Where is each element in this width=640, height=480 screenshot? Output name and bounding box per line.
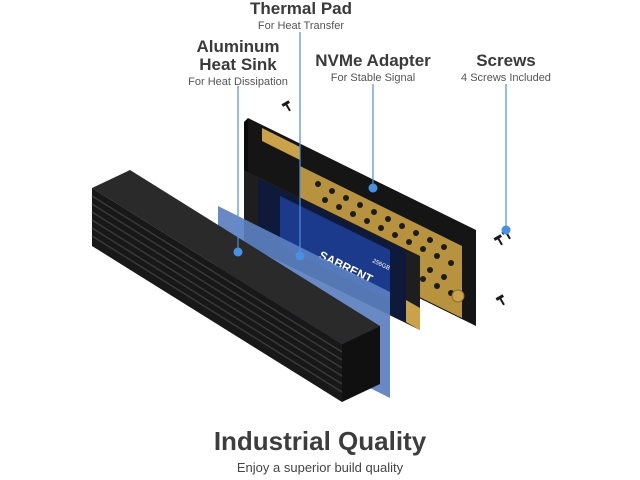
label-title: NVMe Adapter bbox=[315, 51, 431, 70]
label-nvme-adapter: NVMe Adapter For Stable Signal bbox=[308, 52, 438, 84]
callout-dots bbox=[233, 183, 511, 261]
label-subtitle: For Heat Dissipation bbox=[188, 75, 288, 88]
label-subtitle: For Stable Signal bbox=[330, 71, 416, 84]
label-thermal-pad: Thermal Pad For Heat Transfer bbox=[236, 0, 366, 32]
label-heat-sink: Aluminum Heat Sink For Heat Dissipation bbox=[178, 38, 298, 88]
label-title-line1: Aluminum bbox=[196, 37, 280, 56]
label-screws: Screws 4 Screws Included bbox=[446, 52, 566, 84]
label-subtitle: 4 Screws Included bbox=[461, 71, 551, 84]
label-title: Screws bbox=[476, 51, 536, 70]
label-title-line2: Heat Sink bbox=[199, 54, 277, 74]
callout-lines bbox=[237, 32, 507, 256]
aluminum-heat-sink bbox=[91, 170, 380, 402]
footer-subtitle: Enjoy a superior build quality bbox=[236, 460, 404, 475]
label-subtitle: For Heat Transfer bbox=[257, 19, 345, 32]
footer-title: Industrial Quality bbox=[213, 426, 427, 456]
label-title: Thermal Pad bbox=[249, 0, 353, 18]
